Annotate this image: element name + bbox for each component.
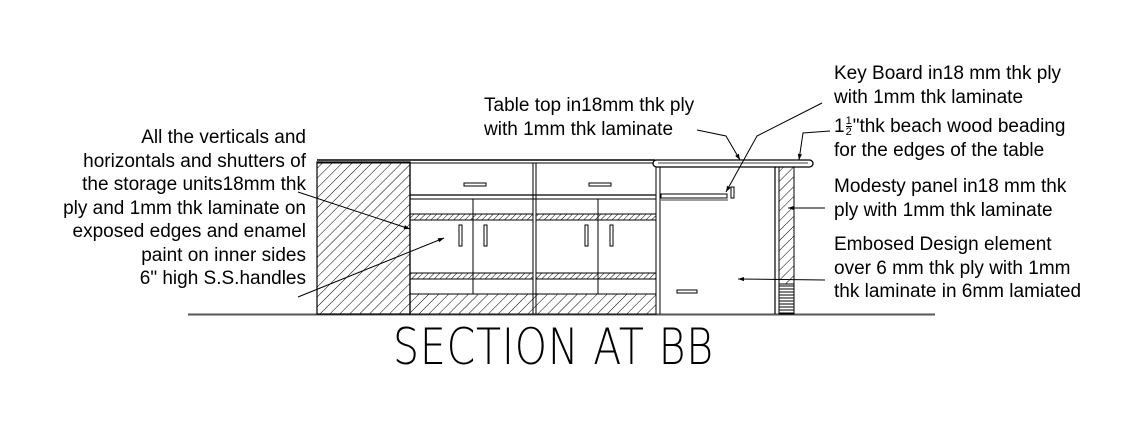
note-line: Key Board in18 mm thk ply [834,63,1062,84]
note-line: horizontals and shutters of [83,150,306,172]
storage-units [409,163,661,315]
section-title: SECTION AT BB [393,318,714,376]
note-line: All the verticals and [141,127,306,148]
embossed-note: Embosed Design element over 6 mm thk ply… [834,233,1081,304]
modesty-panel-note: Modesty panel in18 mm thk ply with 1mm t… [834,175,1066,222]
table-top-note: Table top in18mm thk ply with 1mm thk la… [484,94,694,141]
leader-lines [297,102,831,298]
note-line: ply with 1mm thk laminate [834,199,1053,221]
left-wall-section [316,161,411,315]
note-line: over 6 mm thk ply with 1mm [834,257,1071,279]
note-line: with 1mm thk laminate [834,86,1024,108]
note-line: exposed edges and enamel [72,221,306,242]
note-line: Table top in18mm thk ply [484,95,695,116]
note-line: Modesty panel in18 mm thk [834,176,1067,197]
keyboard-tray [660,186,735,201]
key-board-note: Key Board in18 mm thk ply with 1mm thk l… [834,62,1061,109]
note-line: the storage units18mm thk [82,174,306,195]
note-line: 6" high S.S.handles [139,268,306,289]
note-line: paint on inner sides [141,244,306,266]
fraction-denominator: 2 [845,126,852,139]
modesty-panel [774,166,795,315]
fraction-numerator: 1 [845,115,852,128]
note-line: Embosed Design element [834,234,1052,255]
storage-units-note: All the verticals and horizontals and sh… [63,126,306,291]
note-line: ply and 1mm thk laminate on [63,197,306,219]
note-line: thk laminate in 6mm lamiated [834,281,1082,302]
fraction-whole: 1 [834,116,845,137]
table-top [652,159,814,168]
note-text: "thk beach wood beading [852,116,1066,137]
note-line: for the edges of the table [834,139,1045,161]
note-line: with 1mm thk laminate [484,118,674,140]
